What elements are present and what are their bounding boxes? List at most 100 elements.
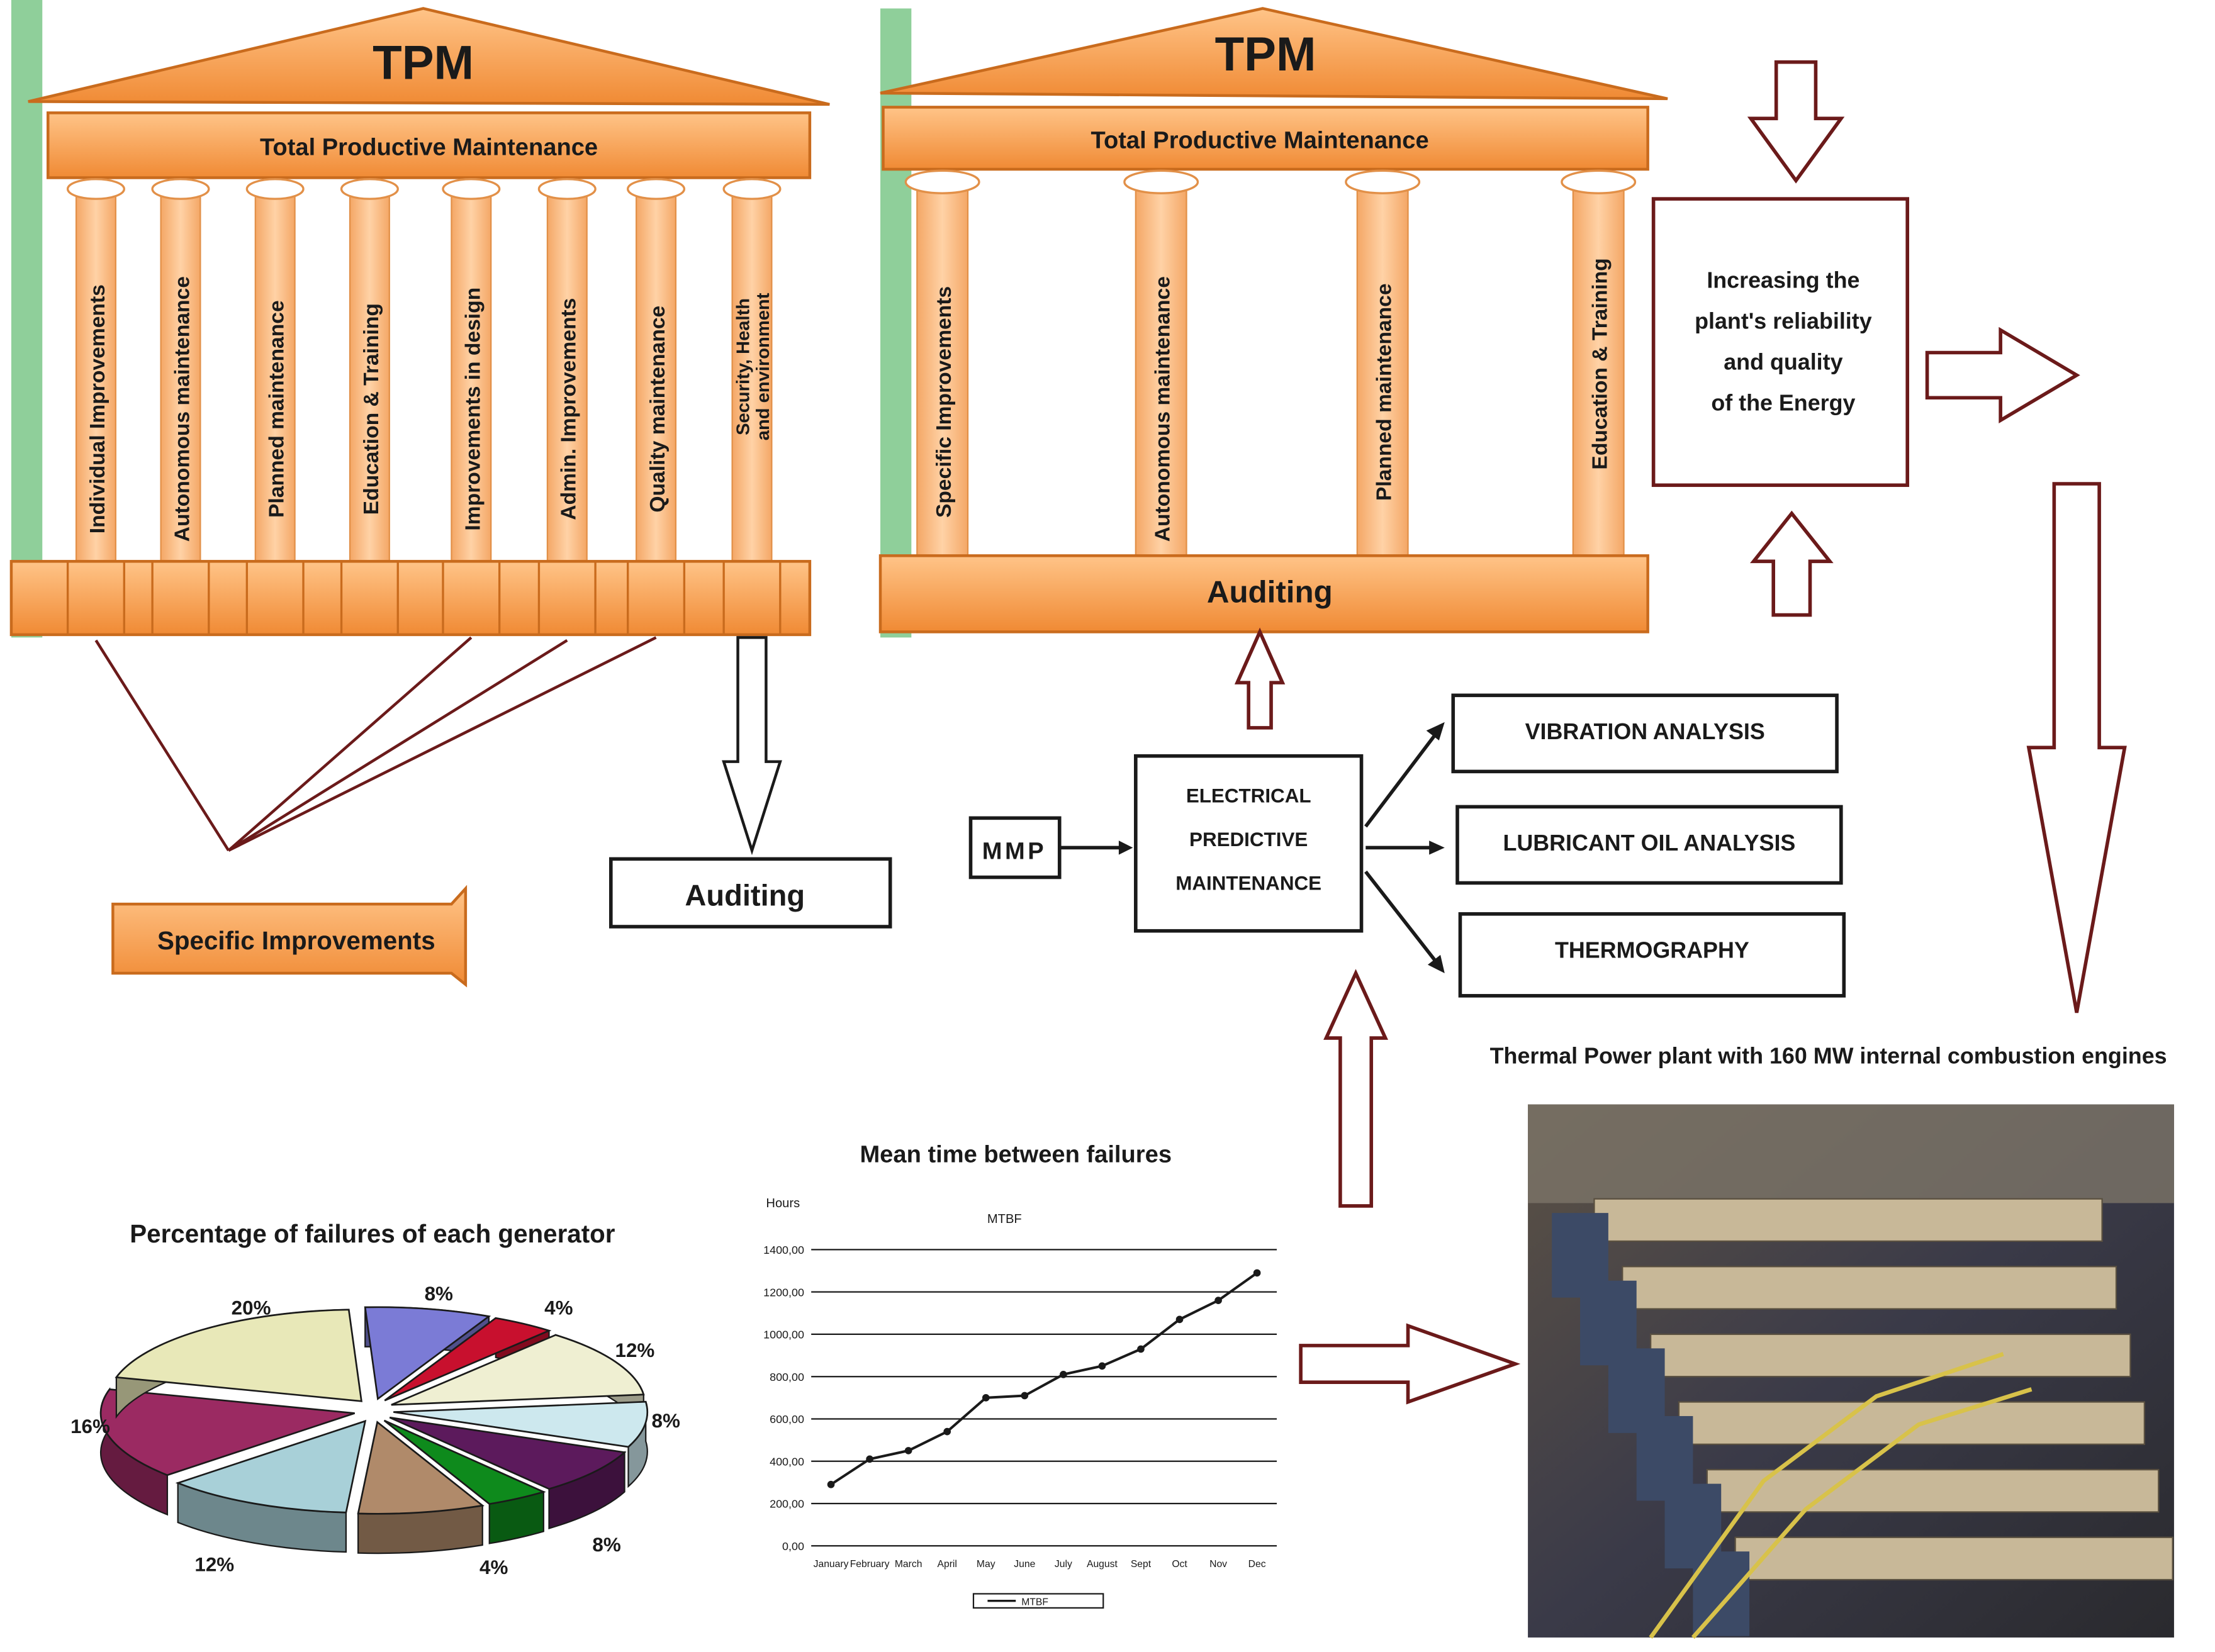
temple-title: TPM <box>1215 28 1316 81</box>
mtbf-data-point <box>943 1427 951 1436</box>
pie-label: 4% <box>479 1556 508 1578</box>
right-arrow-icon <box>1299 1323 1521 1405</box>
pie-slice <box>99 1388 356 1476</box>
pillar-label: Autonomous maintenance <box>1152 276 1175 542</box>
mtbf-data-point <box>1137 1345 1145 1353</box>
pie-title: Percentage of failures of each generator <box>130 1219 615 1248</box>
plant-caption: Thermal Power plant with 160 MW internal… <box>1490 1043 2167 1068</box>
up-arrow-icon <box>1323 969 1389 1208</box>
mtbf-data-point <box>827 1480 835 1488</box>
x-tick-label: February <box>850 1559 890 1570</box>
engine-block <box>1678 1401 2145 1445</box>
roof <box>880 7 1668 101</box>
pillar-label: Education & Training <box>360 303 383 515</box>
roof <box>28 7 830 106</box>
pillar-capital <box>537 178 597 200</box>
right-arrow-icon <box>1925 326 2080 424</box>
pillar <box>254 194 296 565</box>
mtbf-data-point <box>1021 1392 1029 1400</box>
left-tpm-temple: TPM Total Productive Maintenance Individ… <box>9 0 830 638</box>
pie-slice <box>384 1317 552 1402</box>
pie-chart: Percentage of failures of each generator… <box>70 1219 680 1578</box>
temple-title: TPM <box>373 36 474 90</box>
pillar-capital <box>245 178 305 200</box>
x-tick-label: June <box>1014 1559 1035 1570</box>
pie-slice <box>383 1419 546 1505</box>
x-tick-label: January <box>814 1559 849 1570</box>
pillar <box>451 194 492 565</box>
pillar-label: Planned maintenance <box>266 300 289 518</box>
pillar-capital <box>722 178 782 200</box>
pillar <box>349 194 390 565</box>
pie-label: 8% <box>425 1283 453 1305</box>
y-tick-label: 400,00 <box>770 1455 804 1468</box>
technique-label: VIBRATION ANALYSIS <box>1525 719 1765 744</box>
temple-base <box>9 560 812 637</box>
pillar <box>1135 188 1187 559</box>
x-tick-label: April <box>938 1559 957 1570</box>
engine-block <box>1650 1333 2131 1378</box>
pie-label: 16% <box>70 1415 110 1437</box>
pillar-capital <box>1123 169 1199 194</box>
predictive-box <box>1134 754 1364 933</box>
y-tick-label: 0,00 <box>782 1540 804 1553</box>
mtbf-data-point <box>1175 1315 1184 1324</box>
specific-improvements-banner: Specific Improvements <box>111 885 468 988</box>
pie-slice <box>175 1419 367 1514</box>
technique-box <box>1455 805 1843 885</box>
temple-base <box>878 554 1649 633</box>
reliability-text: of the Energy <box>1711 390 1855 415</box>
reliability-text: and quality <box>1724 349 1842 374</box>
mtbf-data-point <box>904 1447 912 1454</box>
pie-label: 4% <box>544 1297 573 1319</box>
up-arrow-icon <box>1234 627 1286 730</box>
technique-box <box>1458 912 1846 998</box>
y-axis-label: Hours <box>766 1197 800 1210</box>
mtbf-data-point <box>1214 1297 1222 1304</box>
x-tick-label: March <box>895 1559 922 1570</box>
x-tick-label: August <box>1087 1559 1118 1570</box>
pie-slice <box>357 1420 485 1515</box>
temple-subtitle: Total Productive Maintenance <box>1091 127 1429 153</box>
inner-title: MTBF <box>987 1212 1022 1226</box>
y-tick-label: 1200,00 <box>763 1286 804 1298</box>
pillar-capital <box>904 169 980 194</box>
pie-label: 8% <box>652 1410 680 1432</box>
technique-box <box>1451 693 1839 774</box>
mtbf-data-point <box>1060 1371 1067 1378</box>
pillar <box>160 194 201 565</box>
predictive-text: MAINTENANCE <box>1175 873 1321 895</box>
x-tick-label: Dec <box>1248 1559 1266 1570</box>
line-chart-title: Mean time between failures <box>860 1141 1172 1168</box>
reliability-box <box>1651 197 1909 488</box>
pie-label: 20% <box>232 1297 271 1319</box>
plant-photo <box>1528 1104 2174 1639</box>
x-tick-label: Oct <box>1172 1559 1187 1570</box>
mtbf-data-point <box>982 1393 990 1402</box>
pie-label: 8% <box>592 1534 620 1556</box>
x-tick-label: Sept <box>1131 1559 1152 1570</box>
pie-label: 12% <box>194 1554 234 1576</box>
temple-base-label: Auditing <box>1207 574 1333 609</box>
x-tick-label: May <box>977 1559 995 1570</box>
y-tick-label: 600,00 <box>770 1413 804 1426</box>
mtbf-series-line <box>830 1271 1258 1486</box>
legend-entry: MTBF <box>1021 1597 1048 1607</box>
pie-slice <box>364 1306 491 1400</box>
predictive-text: PREDICTIVE <box>1189 829 1308 851</box>
connector-lines <box>94 636 657 852</box>
pillar-label: Autonomous maintenance <box>171 276 194 542</box>
right-tpm-temple: TPM Total Productive Maintenance Auditin… <box>878 7 1668 638</box>
big-down-arrow-icon <box>2026 482 2127 1013</box>
reliability-text: plant's reliability <box>1695 308 1872 333</box>
green-band <box>11 0 43 638</box>
legend-box <box>972 1593 1104 1609</box>
pillar-capital <box>66 178 125 200</box>
temple-subtitle: Total Productive Maintenance <box>260 135 598 161</box>
technique-arrows <box>1364 722 1445 973</box>
mtbf-data-point <box>866 1455 873 1463</box>
mtbf-data-point <box>1098 1362 1106 1370</box>
arrowhead-icon <box>1118 840 1133 855</box>
